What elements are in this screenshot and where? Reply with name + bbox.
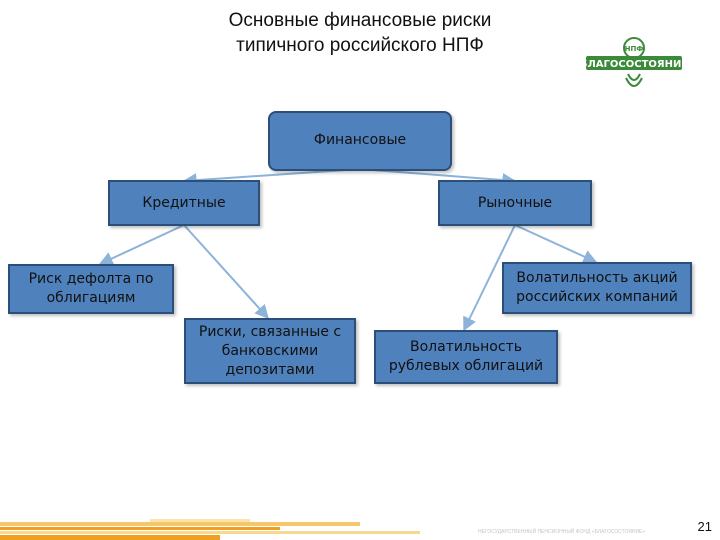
node-financial-label: Финансовые [313, 132, 407, 148]
connector-credit-bank [183, 224, 269, 320]
node-financial: Финансовые [268, 111, 452, 171]
connector-market-bonds [463, 224, 516, 332]
node-market-label: Рыночные [477, 194, 553, 211]
connector-root-market [359, 168, 517, 188]
title-line-2: типичного российского НПФ [236, 35, 484, 56]
slide-title: Основные финансовые риски типичного росс… [150, 8, 570, 58]
footer-decorative-bars [0, 519, 420, 540]
connector-credit-default [98, 224, 185, 266]
node-bond-volatility: Волатильность рублевых облигаций [374, 330, 558, 384]
svg-text:БЛАГОСОСТОЯНИЕ: БЛАГОСОСТОЯНИЕ [584, 59, 684, 70]
page-number: 21 [697, 519, 712, 534]
node-bank-deposit-risk-label: Риски, связанные с банковскими депозитам… [198, 323, 342, 378]
blagosostoyanie-logo: НПФ БЛАГОСОСТОЯНИЕ [584, 37, 684, 87]
svg-text:НПФ: НПФ [625, 45, 644, 53]
connector-market-equity [514, 224, 598, 264]
node-market: Рыночные [438, 180, 592, 226]
connector-root-credit [182, 168, 361, 188]
node-equity-volatility-label: Волатильность акций российских компаний [516, 270, 678, 305]
node-default-risk: Риск дефолта по облигациям [8, 264, 174, 314]
node-default-risk-label: Риск дефолта по облигациям [28, 271, 154, 306]
node-equity-volatility: Волатильность акций российских компаний [502, 262, 692, 314]
node-bank-deposit-risk: Риски, связанные с банковскими депозитам… [184, 318, 356, 384]
node-credit: Кредитные [108, 180, 260, 226]
title-line-1: Основные финансовые риски [228, 10, 492, 31]
footer-small-text: НЕГОСУДАРСТВЕННЫЙ ПЕНСИОННЫЙ ФОНД «БЛАГО… [478, 529, 646, 535]
node-bond-volatility-label: Волатильность рублевых облигаций [388, 339, 544, 374]
node-credit-label: Кредитные [142, 194, 226, 211]
